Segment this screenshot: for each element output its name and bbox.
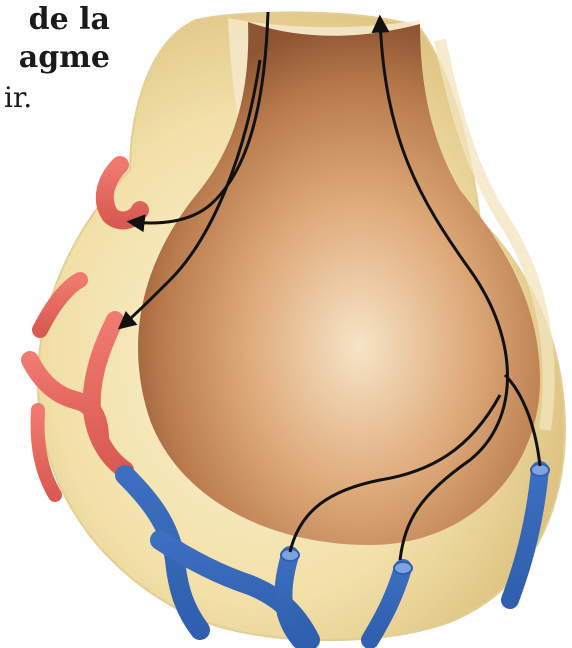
- caption-text: de la agme ir.: [0, 0, 110, 118]
- caption-line-1: de la: [0, 2, 110, 38]
- caption-line-2: agme: [0, 38, 110, 78]
- caption-line-3: ir.: [0, 78, 110, 118]
